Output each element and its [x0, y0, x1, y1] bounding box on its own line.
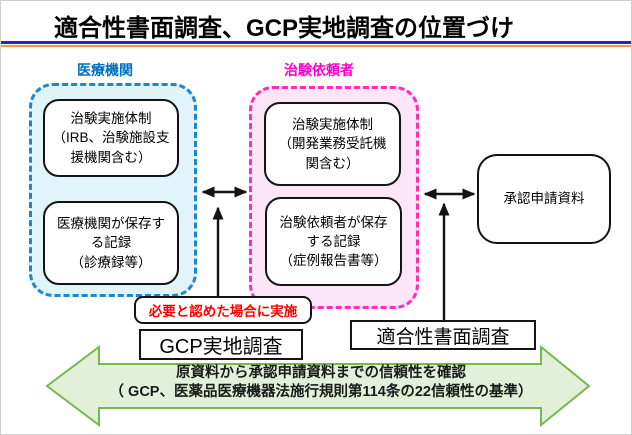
medical-trial-system-box: 治験実施体制 （IRB、治験施設支 援機関含む） [43, 99, 179, 177]
gcp-onsite-survey-box: GCP実地調査 [139, 329, 303, 360]
reliability-line1: 原資料から承認申請資料までの信頼性を確認 [176, 365, 466, 381]
sponsor-trial-system-box: 治験実施体制 （開発業務受託機 関含む） [264, 102, 401, 186]
reliability-arrow-text: 原資料から承認申請資料までの信頼性を確認 （ GCP、医薬品医療機器法施行規則第… [71, 364, 571, 402]
sponsor-records-box: 治験依頼者が保存 する記録 （症例報告書等） [265, 197, 402, 286]
reliability-line2: （ GCP、医薬品医療機器法施行規則第114条の22信頼性の基準） [109, 384, 533, 400]
medical-records-box: 医療機関が保存す る記録 （診療録等） [43, 201, 179, 285]
page-title: 適合性書面調査、GCP実地調査の位置づけ [53, 15, 514, 42]
title-rule-blue [1, 41, 631, 44]
approval-application-box: 承認申請資料 [477, 154, 611, 244]
title-rule-orange [1, 45, 631, 47]
when-necessary-note: 必要と認めた場合に実施 [134, 296, 312, 324]
document-survey-box: 適合性書面調査 [350, 320, 536, 350]
medical-institution-label: 医療機関 [77, 62, 133, 78]
trial-sponsor-label: 治験依頼者 [284, 62, 354, 78]
